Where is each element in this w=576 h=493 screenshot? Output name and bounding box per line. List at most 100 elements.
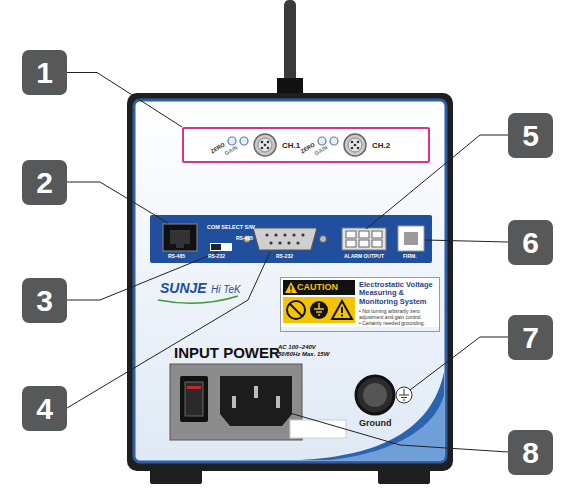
callout-number: 6 (522, 228, 539, 258)
zero-trimmer (318, 137, 326, 145)
terminal-pin (346, 231, 356, 238)
logo-swoosh (158, 296, 238, 303)
sensor-panel: ZEROGAINCH.1ZEROGAINCH.2 (182, 127, 430, 163)
switch-position: RS-485 (236, 236, 253, 242)
panel-detail (232, 396, 236, 408)
callout-badge: 2 (22, 160, 67, 205)
front-panel (134, 100, 446, 462)
warning-symbol (332, 301, 352, 319)
panel-detail (357, 141, 360, 144)
terminal-pin (359, 231, 369, 238)
panel-detail (290, 304, 302, 316)
section-heading: INPUT POWER (174, 345, 280, 362)
firmware-port (398, 226, 424, 251)
rj45-port (163, 224, 197, 251)
power-switch (180, 376, 208, 422)
panel-detail (341, 307, 343, 313)
panel-detail (341, 315, 343, 317)
power-switch (185, 382, 203, 416)
leader-line (67, 73, 182, 128)
serial-sticker (290, 420, 346, 438)
panel-detail (278, 241, 281, 244)
panel-detail (267, 147, 270, 150)
port-label: RS-232 (276, 254, 293, 260)
caution-tag (283, 280, 355, 295)
callout-badge: 8 (508, 430, 553, 475)
ground-terminal (363, 383, 387, 407)
gain-trimmer (240, 137, 248, 145)
panel-detail (296, 241, 299, 244)
alarm-terminal (346, 231, 382, 247)
panel-detail (357, 147, 360, 150)
callout-badge: 3 (22, 278, 67, 323)
com-select-switch (211, 244, 221, 250)
port-label: ALARM OUTPUT (344, 254, 384, 260)
leader-line (425, 240, 508, 242)
com-select-switch (210, 243, 232, 251)
terminal-pin (372, 231, 382, 238)
terminal-pin (346, 240, 356, 247)
sensor-connector (254, 134, 276, 156)
alarm-terminal (342, 228, 386, 250)
callout-number: 3 (36, 286, 53, 316)
leader-line (67, 252, 270, 408)
leader-line (366, 135, 508, 229)
housing (127, 93, 453, 471)
power-module (170, 364, 302, 440)
caution-label: CAUTIONElectrostatic Voltage Measuring &… (280, 277, 440, 332)
label-note: • Not turning arbitrarily zero adjustmen… (359, 309, 436, 321)
callout-number: 1 (36, 58, 53, 88)
zero-trimmer (228, 137, 236, 145)
port-label: FIRM. (403, 254, 417, 260)
leader-line (245, 400, 508, 452)
terminal-label: Ground (359, 419, 392, 429)
rj45-port (170, 230, 190, 244)
label-title: Electrostatic Voltage Measuring & Monito… (359, 281, 436, 306)
panel-detail (274, 233, 277, 236)
gain-trimmer (330, 137, 338, 145)
earth-symbol (396, 387, 412, 403)
label-note: • Certainly needed grounding. (359, 321, 436, 327)
rs232-port (253, 228, 317, 250)
earth-symbol (399, 389, 409, 400)
callout-number: 4 (36, 394, 53, 424)
caution-symbols (283, 297, 355, 323)
screw (320, 236, 327, 243)
callout-number: 8 (522, 438, 539, 468)
panel-detail (261, 147, 264, 150)
panel-detail (354, 144, 357, 147)
leader-lines (67, 135, 508, 452)
channel-label: CH.1 (282, 142, 300, 150)
power-rating: AC 100~240V 50/60Hz Max. 15W (278, 344, 338, 357)
panel-detail (187, 386, 201, 389)
callout-badge: 4 (22, 386, 67, 431)
port-label: RS-485 (168, 254, 185, 260)
brand-logo: SUNJE (160, 281, 207, 296)
panel-detail (265, 233, 268, 236)
panel-detail (267, 141, 270, 144)
callout-badge: 7 (508, 315, 553, 360)
panel-detail (351, 147, 354, 150)
firmware-port (404, 232, 418, 245)
panel-detail (176, 244, 184, 248)
terminal-pin (372, 240, 382, 247)
caution-ground (280, 277, 440, 327)
leader-line (67, 182, 168, 223)
callout-badge: 6 (508, 220, 553, 265)
brand-logo: Hi TeK (211, 284, 241, 295)
callout-number: 7 (522, 323, 539, 353)
leader-line (67, 252, 218, 300)
antenna (284, 0, 296, 82)
panel-detail (283, 233, 286, 236)
panel-detail (254, 386, 258, 398)
panel-detail (264, 144, 267, 147)
panel-detail (301, 233, 304, 236)
trimmer-label: GAIN (224, 145, 239, 157)
panel-detail (261, 141, 264, 144)
power-inlet (220, 376, 292, 426)
sensor-connector (258, 138, 272, 152)
panel-detail (290, 291, 291, 292)
